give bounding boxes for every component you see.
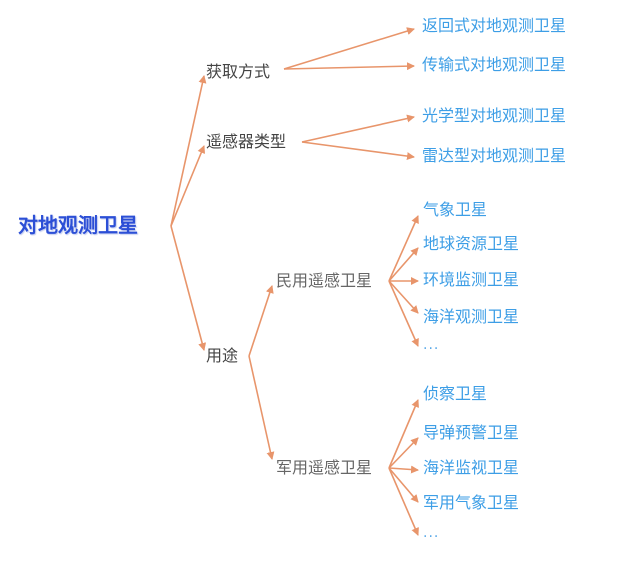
leaf-civil-earth-resources: 地球资源卫星: [423, 234, 520, 253]
edge-mil-4: [388, 467, 419, 503]
leaf-civil-more: ...: [423, 337, 440, 353]
leaf-optical-satellite: 光学型对地观测卫星: [422, 106, 567, 125]
edge-usage-military: [248, 355, 275, 460]
edge-root-usage: [170, 225, 207, 351]
category-sensor-type: 遥感器类型: [206, 132, 287, 151]
category-acquisition: 获取方式: [206, 62, 271, 81]
edge-mil-1: [388, 399, 419, 469]
subcategory-civil: 民用遥感卫星: [276, 271, 373, 290]
edge-sensor-radar: [301, 141, 415, 161]
leaf-civil-ocean-observation: 海洋观测卫星: [423, 307, 520, 326]
edge-sensor-optical: [301, 114, 415, 143]
leaf-civil-meteorological: 气象卫星: [423, 200, 488, 219]
leaf-mil-meteorological: 军用气象卫星: [423, 493, 520, 512]
category-usage: 用途: [206, 346, 239, 365]
edge-mil-5: [388, 467, 419, 536]
leaf-mil-reconnaissance: 侦察卫星: [423, 384, 488, 403]
edge-root-sensor: [170, 145, 206, 227]
edge-mil-3: [388, 465, 419, 474]
root-node: 对地观测卫星: [18, 213, 138, 237]
leaf-radar-satellite: 雷达型对地观测卫星: [422, 146, 567, 165]
leaf-civil-environment: 环境监测卫星: [423, 270, 520, 289]
edge-civil-1: [388, 215, 419, 282]
edge-civil-4: [388, 280, 419, 314]
leaf-mil-ocean-surveillance: 海洋监视卫星: [423, 458, 520, 477]
edge-acq-transmit: [283, 62, 415, 71]
edge-acq-return: [283, 27, 415, 70]
edge-civil-2: [388, 247, 419, 282]
edge-root-acquisition: [170, 75, 207, 227]
edge-civil-5: [388, 280, 419, 347]
leaf-mil-more: ...: [423, 525, 440, 541]
edge-usage-civil: [248, 285, 274, 357]
subcategory-military: 军用遥感卫星: [276, 458, 373, 477]
leaf-mil-missile-warning: 导弹预警卫星: [423, 423, 520, 442]
leaf-return-satellite: 返回式对地观测卫星: [422, 16, 567, 35]
leaf-transmit-satellite: 传输式对地观测卫星: [422, 55, 567, 74]
edge-mil-2: [388, 437, 419, 469]
